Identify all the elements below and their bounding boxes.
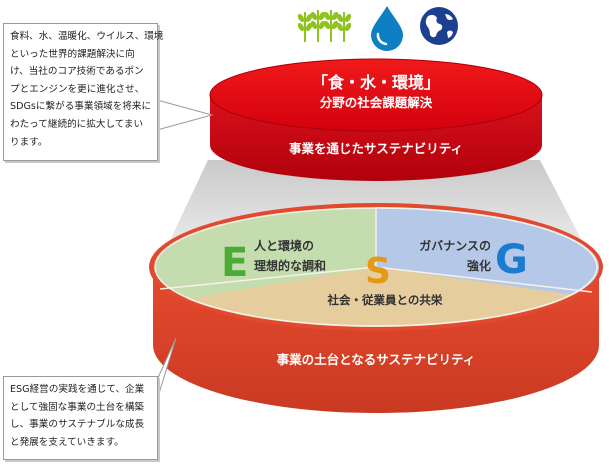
water-drop-icon [371,6,403,51]
top-callout-line: SDGsに繋がる事業領域を将来に [10,101,152,113]
upper-disc-top [210,59,542,131]
e-label-line1: 人と環境の [254,238,314,253]
top-callout-line: 食料、水、温暖化、ウイルス、環境 [10,31,164,42]
top-callout-line: といった世界的課題解決に向 [10,48,135,60]
g-letter: G [495,237,528,283]
top-callout-line: わたって継続的に拡大してまい [10,118,144,130]
e-letter: E [221,240,248,286]
top-callout-line: プとエンジンを更に進化させ、 [10,83,145,95]
s-label: 社会・従業員との共栄 [327,293,443,307]
bottom-callout-line: と発展を支えていきます。 [10,436,124,448]
bottom-callout: ESG経営の実践を通じて、企業 として強固な事業の土台を構築 し、事業のサステナ… [3,376,158,460]
upper-band-label: 事業を通じたサステナビリティ [289,141,463,156]
top-callout-line: ります。 [10,136,48,148]
top-callout: 食料、水、温暖化、ウイルス、環境 といった世界的課題解決に向 け、当社のコア技術… [3,23,164,161]
bottom-callout-line: として強固な事業の土台を構築 [10,401,145,413]
e-label-line2: 理想的な調和 [254,258,326,273]
g-label-line1: ガバナンスの [419,238,491,253]
upper-title: 「食・水・環境」 [312,73,440,92]
bottom-callout-line: ESG経営の実践を通じて、企業 [10,384,145,395]
wheat-icon [297,10,352,42]
earth-globe-icon [420,7,458,45]
g-label-line2: 強化 [467,258,491,273]
top-callout-line: け、当社のコア技術であるポン [10,66,144,78]
bottom-callout-line: し、事業のサステナブルな成長 [10,419,145,431]
s-letter: S [365,251,391,292]
top-callout-pointer [156,99,214,131]
lower-band-label: 事業の土台となるサステナビリティ [277,352,476,367]
upper-subtitle: 分野の社会課題解決 [320,95,433,110]
